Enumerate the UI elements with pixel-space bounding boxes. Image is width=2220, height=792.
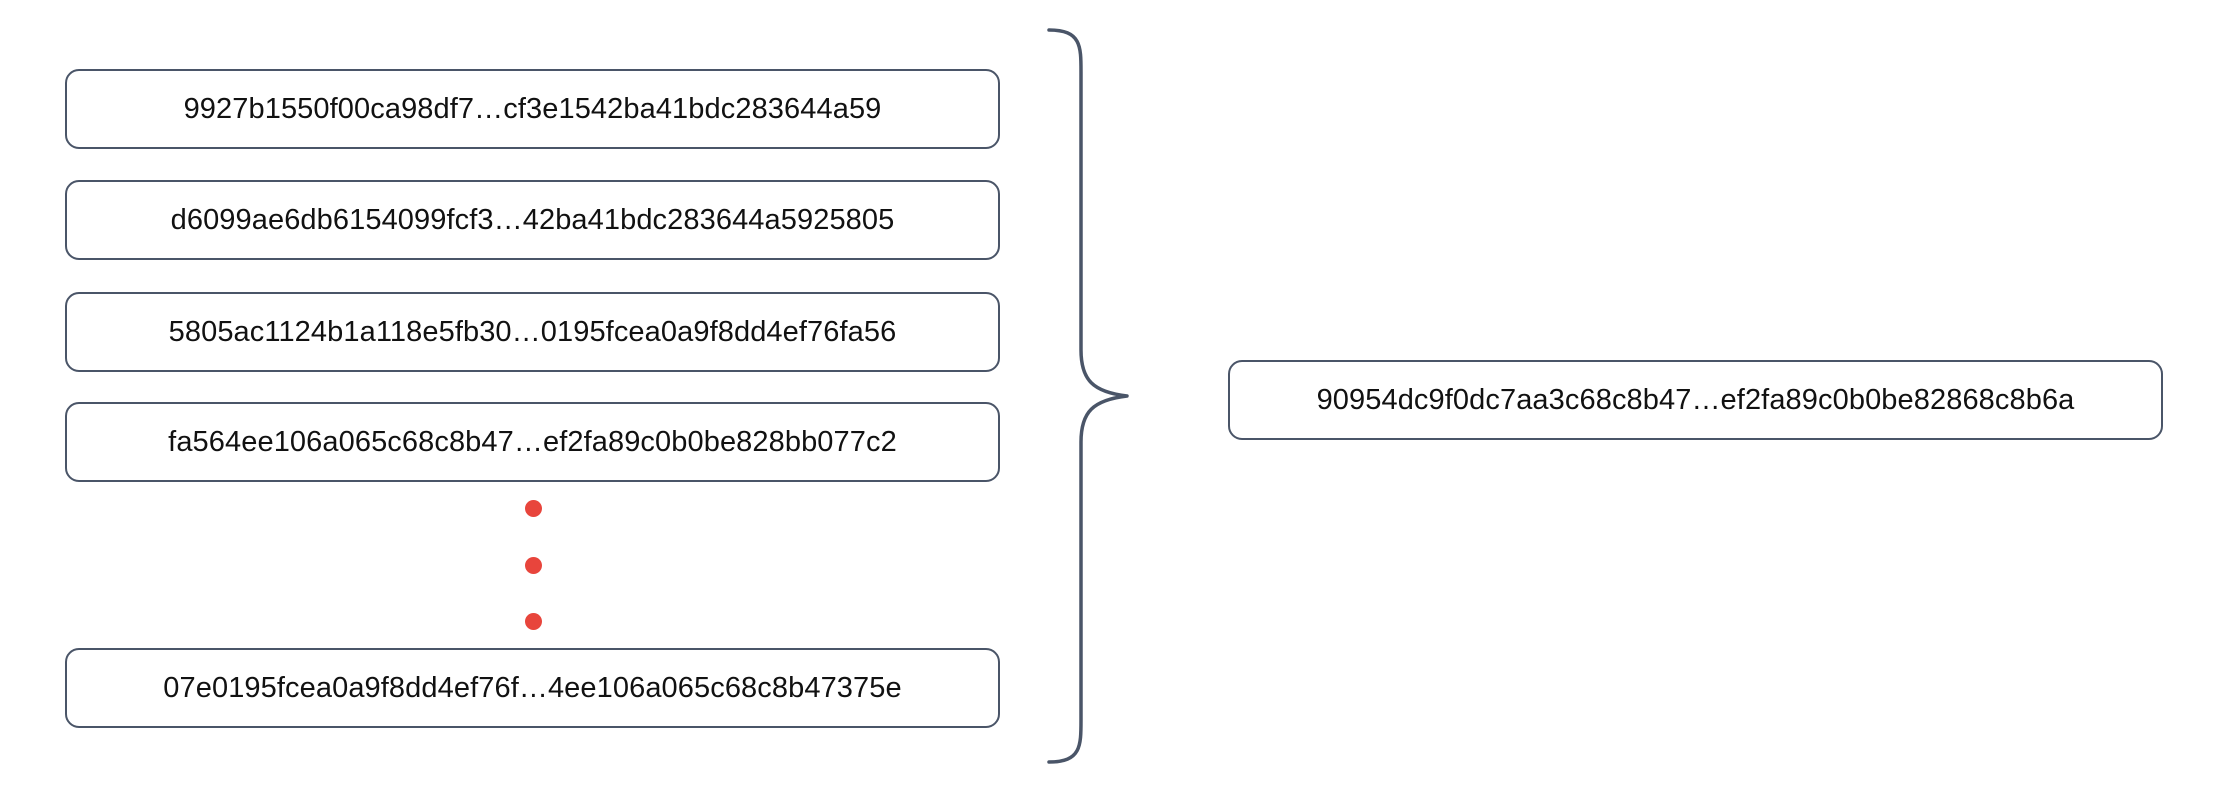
input-hash-text-5: 07e0195fcea0a9f8dd4ef76f…4ee106a065c68c8… (163, 671, 902, 704)
input-hash-box-1[interactable]: 9927b1550f00ca98df7…cf3e1542ba41bdc28364… (65, 69, 1000, 149)
ellipsis-dot-2 (524, 556, 542, 574)
ellipsis-dot-3 (524, 613, 542, 630)
input-hash-text-1: 9927b1550f00ca98df7…cf3e1542ba41bdc28364… (183, 92, 882, 125)
input-hash-box-4[interactable]: fa564ee106a065c68c8b47…ef2fa89c0b0be828b… (65, 402, 1000, 482)
output-hash-text: 90954dc9f0dc7aa3c68c8b47…ef2fa89c0b0be82… (1316, 383, 2075, 416)
input-hash-text-4: fa564ee106a065c68c8b47…ef2fa89c0b0be828b… (168, 425, 897, 458)
input-hash-text-3: 5805ac1124b1a118e5fb30…0195fcea0a9f8dd4e… (168, 315, 897, 348)
output-hash-box[interactable]: 90954dc9f0dc7aa3c68c8b47…ef2fa89c0b0be82… (1228, 360, 2163, 440)
vertical-ellipsis-icon (498, 500, 568, 630)
input-hash-list: 9927b1550f00ca98df7…cf3e1542ba41bdc28364… (0, 0, 1060, 792)
input-hash-box-5[interactable]: 07e0195fcea0a9f8dd4ef76f…4ee106a065c68c8… (65, 648, 1000, 728)
ellipsis-dot-1 (524, 500, 542, 517)
input-hash-box-2[interactable]: d6099ae6db6154099fcf3…42ba41bdc283644a59… (65, 180, 1000, 260)
curly-brace-icon (1047, 28, 1129, 764)
input-hash-text-2: d6099ae6db6154099fcf3…42ba41bdc283644a59… (170, 203, 895, 236)
input-hash-box-3[interactable]: 5805ac1124b1a118e5fb30…0195fcea0a9f8dd4e… (65, 292, 1000, 372)
